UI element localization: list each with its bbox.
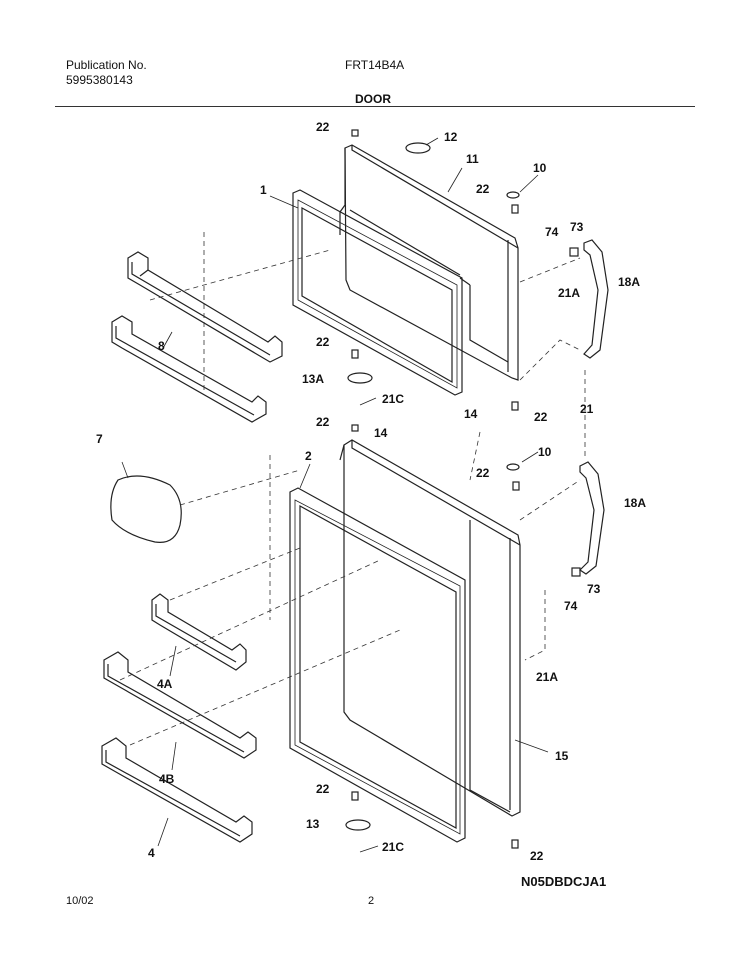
model-number: FRT14B4A (345, 58, 405, 72)
section-title: DOOR (355, 92, 391, 106)
callout-74: 74 (564, 599, 578, 613)
freezer-door-gasket (292, 189, 463, 396)
freezer-door-panel (339, 144, 519, 381)
freezer-door-shelf-upper (127, 251, 283, 363)
callout-22: 22 (316, 335, 330, 349)
alignment-lines (119, 232, 586, 746)
freezer-door-handle (583, 239, 609, 359)
page-number: 2 (368, 895, 375, 907)
callout-22: 22 (530, 849, 544, 863)
shelf-4b (103, 651, 257, 759)
callout-18a: 18A (618, 275, 640, 289)
callout-22: 22 (534, 410, 548, 424)
callout-7: 7 (96, 432, 103, 446)
callout-21a: 21A (536, 670, 558, 684)
callout-1: 1 (260, 183, 267, 197)
callout-21a: 21A (558, 286, 580, 300)
callout-14: 14 (374, 426, 388, 440)
callout-22: 22 (316, 120, 330, 134)
callout-73: 73 (570, 220, 584, 234)
callout-21c: 21C (382, 392, 404, 406)
callout-10: 10 (533, 161, 547, 175)
callout-11: 11 (466, 152, 479, 166)
fresh-food-door-panel (339, 439, 521, 817)
callout-73: 73 (587, 582, 601, 596)
shelf-4 (101, 737, 253, 843)
callout-22: 22 (316, 415, 330, 429)
publication-number: 5995380143 (66, 73, 133, 87)
dairy-cover (110, 475, 182, 543)
callout-22: 22 (476, 466, 490, 480)
callout-21: 21 (580, 402, 594, 416)
callout-14: 14 (464, 407, 478, 421)
callout-18a: 18A (624, 496, 646, 510)
footer-date: 10/02 (66, 895, 94, 907)
callout-22: 22 (316, 782, 330, 796)
drawing-code: N05DBDCJA1 (521, 874, 607, 889)
fresh-food-door-gasket (289, 487, 466, 843)
callout-15: 15 (555, 749, 569, 763)
callout-22: 22 (476, 182, 490, 196)
callout-13: 13 (306, 817, 320, 831)
callout-21c: 21C (382, 840, 404, 854)
callout-4b: 4B (159, 772, 175, 786)
header-rule (55, 106, 695, 107)
callout-4a: 4A (157, 677, 173, 691)
callout-4: 4 (148, 846, 155, 860)
callout-8: 8 (158, 339, 165, 353)
callout-10: 10 (538, 445, 552, 459)
callout-74: 74 (545, 225, 559, 239)
hinge-parts (345, 129, 581, 849)
fresh-food-door-handle (579, 461, 605, 575)
shelf-4a (151, 593, 247, 671)
callout-leaders (121, 137, 549, 853)
callout-12: 12 (444, 130, 458, 144)
callout-2: 2 (305, 449, 312, 463)
callout-13a: 13A (302, 372, 324, 386)
publication-label: Publication No. (66, 58, 147, 72)
freezer-door-shelf-lower (111, 315, 267, 423)
